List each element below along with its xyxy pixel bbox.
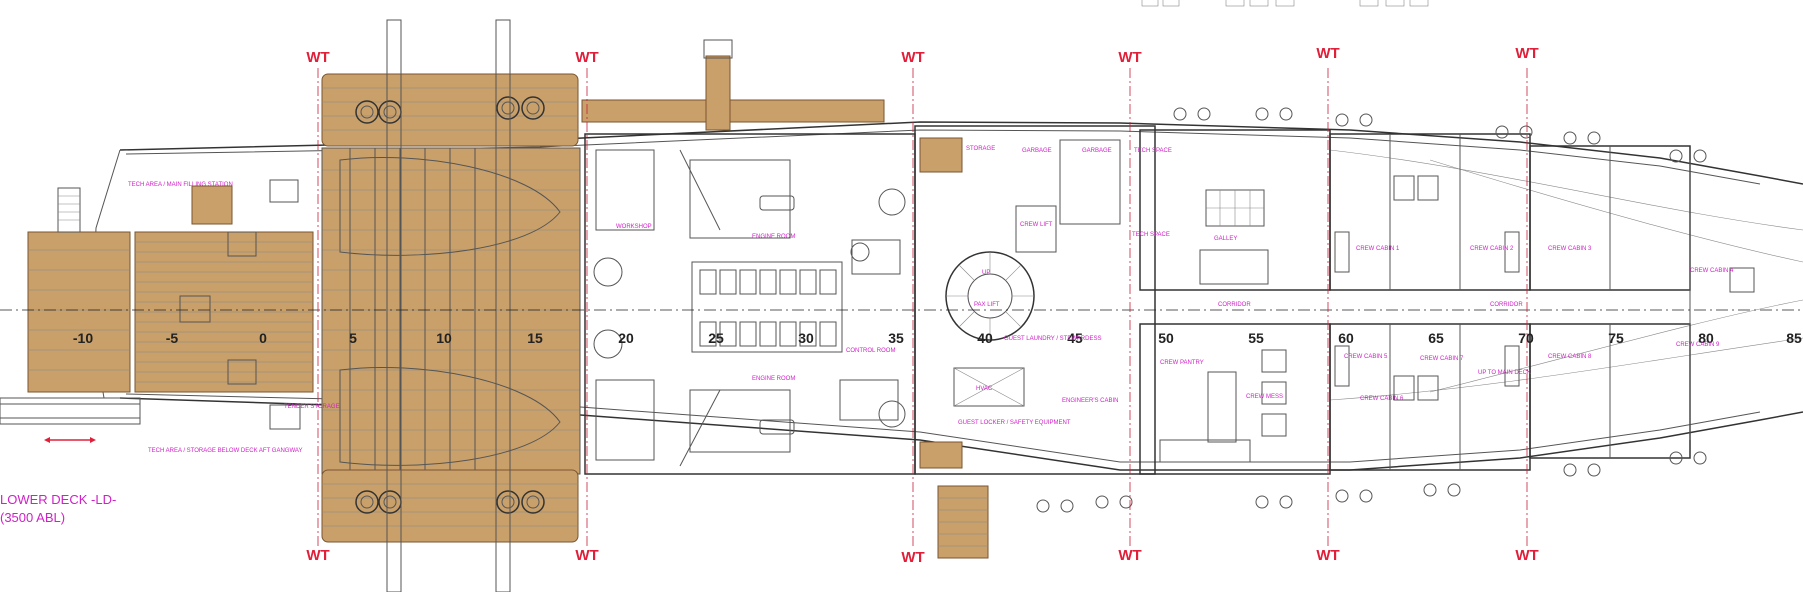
room-label: TENDER STORAGE xyxy=(284,404,340,410)
room-label: CREW LIFT xyxy=(1020,222,1053,228)
watertight-bulkheads xyxy=(317,68,1528,548)
room-label: UP xyxy=(982,270,990,276)
room-label: CREW CABIN 5 xyxy=(1344,354,1388,360)
portholes xyxy=(1036,107,1707,513)
room-label: CREW PANTRY xyxy=(1160,360,1204,366)
mast-beam xyxy=(581,39,885,131)
room-label: HVAC xyxy=(976,386,993,392)
room-label: GARBAGE xyxy=(1082,148,1112,154)
frame-numbers: -10 -5 0 5 10 15 20 25 30 35 40 45 50 55… xyxy=(73,330,1802,346)
room-label: CREW CABIN 4 xyxy=(1690,268,1734,274)
wt-label: WT xyxy=(306,49,329,66)
wt-label: WT xyxy=(901,49,924,66)
wt-label: WT xyxy=(306,547,329,564)
frame-number: 25 xyxy=(708,330,724,346)
engine-room xyxy=(584,133,916,475)
room-label: CREW CABIN 3 xyxy=(1548,246,1592,252)
room-label: CREW CABIN 9 xyxy=(1676,342,1720,348)
tender-bay xyxy=(321,147,581,475)
frame-number: 85 xyxy=(1786,330,1802,346)
room-label: PAX LIFT xyxy=(974,302,1000,308)
room-label: GARBAGE xyxy=(1022,148,1052,154)
room-label: TECH SPACE xyxy=(1132,232,1170,238)
room-label: ENGINE ROOM xyxy=(752,234,795,240)
wt-label: WT xyxy=(901,549,924,566)
shell-door-stbd xyxy=(321,73,579,147)
shell-door-port xyxy=(321,469,579,543)
wt-label: WT xyxy=(575,547,598,564)
frame-number: -10 xyxy=(73,330,93,346)
frame-number: 0 xyxy=(259,330,267,346)
frame-number: 80 xyxy=(1698,330,1714,346)
wt-label: WT xyxy=(575,49,598,66)
frame-number: 15 xyxy=(527,330,543,346)
frame-number: 65 xyxy=(1428,330,1444,346)
room-label: ENGINEER'S CABIN xyxy=(1062,398,1119,404)
frame-number: 75 xyxy=(1608,330,1624,346)
wt-label: WT xyxy=(1118,49,1141,66)
room-label: CORRIDOR xyxy=(1218,302,1251,308)
wt-labels-bottom: WT WT WT WT WT WT xyxy=(306,547,1538,566)
room-label: CREW CABIN 7 xyxy=(1420,356,1464,362)
hull-outline xyxy=(91,121,1803,471)
deck-elevation: (3500 ABL) xyxy=(0,510,65,525)
room-label: TECH AREA / STORAGE BELOW DECK AFT GANGW… xyxy=(148,448,302,454)
wt-labels-top: WT WT WT WT WT WT xyxy=(306,45,1538,66)
deck-name: LOWER DECK -LD- xyxy=(0,492,116,507)
wt-label: WT xyxy=(1515,547,1538,564)
room-label: STORAGE xyxy=(966,146,995,152)
room-label: WORKSHOP xyxy=(616,224,652,230)
room-label: GUEST LAUNDRY / STEWARDESS xyxy=(1004,336,1101,342)
stair-zone xyxy=(914,125,1156,559)
frame-number: 60 xyxy=(1338,330,1354,346)
frame-number: 30 xyxy=(798,330,814,346)
frame-number: 55 xyxy=(1248,330,1264,346)
frame-number: 50 xyxy=(1158,330,1174,346)
room-label: CONTROL ROOM xyxy=(846,348,895,354)
room-label: CORRIDOR xyxy=(1490,302,1523,308)
room-label: CREW CABIN 2 xyxy=(1470,246,1514,252)
room-label: TECH AREA / MAIN FILLING STATION xyxy=(128,182,233,188)
room-label: GUEST LOCKER / SAFETY EQUIPMENT xyxy=(958,420,1071,426)
frame-number: 10 xyxy=(436,330,452,346)
wt-label: WT xyxy=(1316,45,1339,62)
wt-label: WT xyxy=(1316,547,1339,564)
frame-number: 40 xyxy=(977,330,993,346)
frame-number: 20 xyxy=(618,330,634,346)
crew-cabins xyxy=(1329,133,1755,471)
room-label: TECH SPACE xyxy=(1134,148,1172,154)
frame-number: -5 xyxy=(166,330,179,346)
room-label: CREW CABIN 6 xyxy=(1360,396,1404,402)
crane-rails xyxy=(386,19,511,592)
room-labels: TECH AREA / MAIN FILLING STATION TECH AR… xyxy=(128,146,1734,454)
room-label: UP TO MAIN DECK xyxy=(1478,370,1531,376)
room-label: ENGINE ROOM xyxy=(752,376,795,382)
frame-number: 45 xyxy=(1067,330,1083,346)
aft-platform xyxy=(0,187,141,443)
room-label: GALLEY xyxy=(1214,236,1237,242)
wt-label: WT xyxy=(1118,547,1141,564)
room-label: CREW CABIN 1 xyxy=(1356,246,1400,252)
tender-garage-deck xyxy=(134,179,314,430)
frame-number: 35 xyxy=(888,330,904,346)
frame-number: 70 xyxy=(1518,330,1534,346)
wt-label: WT xyxy=(1515,45,1538,62)
room-label: CREW CABIN 8 xyxy=(1548,354,1592,360)
room-label: CREW MESS xyxy=(1246,394,1283,400)
upper-drawing-fragments xyxy=(1141,0,1429,7)
frame-number: 5 xyxy=(349,330,357,346)
deck-title: LOWER DECK -LD- (3500 ABL) xyxy=(0,492,116,525)
